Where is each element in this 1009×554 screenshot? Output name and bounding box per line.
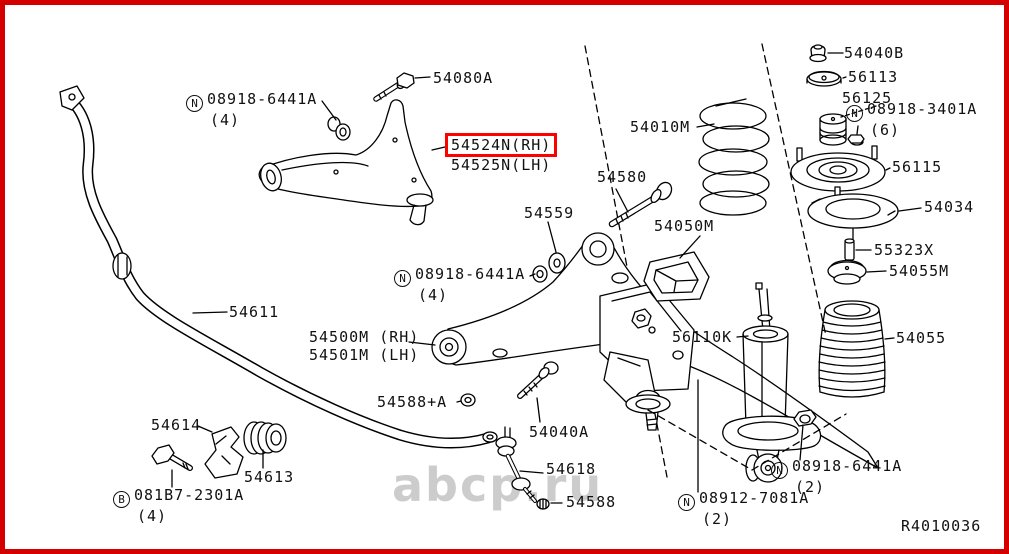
upper-control-arm — [258, 99, 434, 226]
fastener-number: 08918-3401A — [867, 100, 978, 118]
fastener-qty: (2) — [795, 478, 826, 496]
bolt-54040A — [517, 361, 559, 399]
clamp-bolt — [151, 444, 193, 488]
nut-54588A — [460, 393, 476, 407]
leader-lines — [192, 52, 922, 504]
label-54040a: 54040A — [529, 423, 590, 441]
label-56115: 56115 — [892, 158, 943, 176]
label-54501m-lh: 54501M (LH) — [309, 346, 420, 364]
label-54618: 54618 — [546, 460, 597, 478]
abcp-watermark: abcp.ru — [392, 458, 604, 512]
label-54080a: 54080A — [433, 69, 494, 87]
stabilizer-bushing — [243, 421, 287, 455]
label-54559: 54559 — [524, 204, 575, 222]
circled-n-icon: N — [846, 105, 863, 122]
fastener-qty: (4) — [418, 286, 449, 304]
bump-stop-54055M — [827, 259, 867, 285]
fastener-number: 08912-7081A — [699, 489, 810, 507]
washer-56113 — [806, 70, 842, 87]
label-54588: 54588 — [566, 493, 617, 511]
label-56113: 56113 — [848, 68, 899, 86]
strut-mount-56115 — [790, 145, 886, 201]
stabilizer-clamp-bracket — [204, 426, 244, 479]
dashed-axis-line-right — [761, 43, 827, 337]
fastener-qty: (4) — [210, 111, 241, 129]
label-54050m: 54050M — [654, 217, 715, 235]
label-54055m: 54055M — [889, 262, 950, 280]
lower-ball-joint — [625, 389, 671, 431]
label-54034: 54034 — [924, 198, 975, 216]
dashed-bottom-links — [647, 409, 847, 471]
label-56110k: 56110K — [672, 328, 733, 346]
fastener-number: 08918-6441A — [415, 265, 526, 283]
label-54525n-lh: 54525N(LH) — [451, 156, 552, 174]
washer-54559 — [532, 252, 566, 283]
label-54611: 54611 — [229, 303, 280, 321]
diagram-ref-code: R4010036 — [901, 517, 982, 535]
fastener-number: 08918-6441A — [792, 457, 903, 475]
bolt-54080A — [373, 72, 415, 102]
coil-spring — [698, 98, 770, 216]
label-54613: 54613 — [244, 468, 295, 486]
stabilizer-link — [495, 426, 537, 503]
circled-n-icon: N — [678, 494, 695, 511]
circled-n-icon: N — [394, 270, 411, 287]
shock-nut — [793, 409, 817, 427]
label-55323x: 55323X — [874, 241, 935, 259]
highlighted-part-box: 54524N(RH) — [445, 133, 558, 157]
lower-control-arm — [431, 232, 879, 469]
circled-n-icon: N — [771, 462, 788, 479]
fastener-qty: (2) — [702, 510, 733, 528]
fastener-number: 08918-6441A — [207, 90, 318, 108]
fastener-qty: (4) — [137, 507, 168, 525]
label-54580: 54580 — [597, 168, 648, 186]
nut-54588 — [536, 498, 550, 510]
label-54040b: 54040B — [844, 44, 905, 62]
circled-b-icon: B — [113, 491, 130, 508]
spring-seat-54034 — [807, 193, 899, 240]
label-54614: 54614 — [151, 416, 202, 434]
fastener-number: 081B7-2301A — [134, 486, 245, 504]
spacer-55323X — [844, 238, 855, 266]
bolt-54580 — [608, 181, 673, 228]
highlighted-part-number: 54524N(RH) — [451, 136, 552, 154]
label-54010m: 54010M — [630, 118, 691, 136]
dust-boot-54055 — [818, 300, 886, 398]
stabilizer-bar — [59, 85, 498, 449]
bushing-56125 — [819, 105, 877, 146]
label-54588-plus-a: 54588+A — [377, 393, 448, 411]
label-56125: 56125 — [842, 89, 893, 107]
bound-bumper-54050M — [643, 251, 710, 302]
fastener-qty: (6) — [870, 121, 901, 139]
small-nut-08918-3401A — [847, 134, 865, 146]
upper-arm-nut-washer — [327, 116, 351, 141]
label-54055: 54055 — [896, 329, 947, 347]
label-54500m-rh: 54500M (RH) — [309, 328, 420, 346]
cap-nut-54040B — [809, 44, 827, 63]
circled-n-icon: N — [186, 95, 203, 112]
